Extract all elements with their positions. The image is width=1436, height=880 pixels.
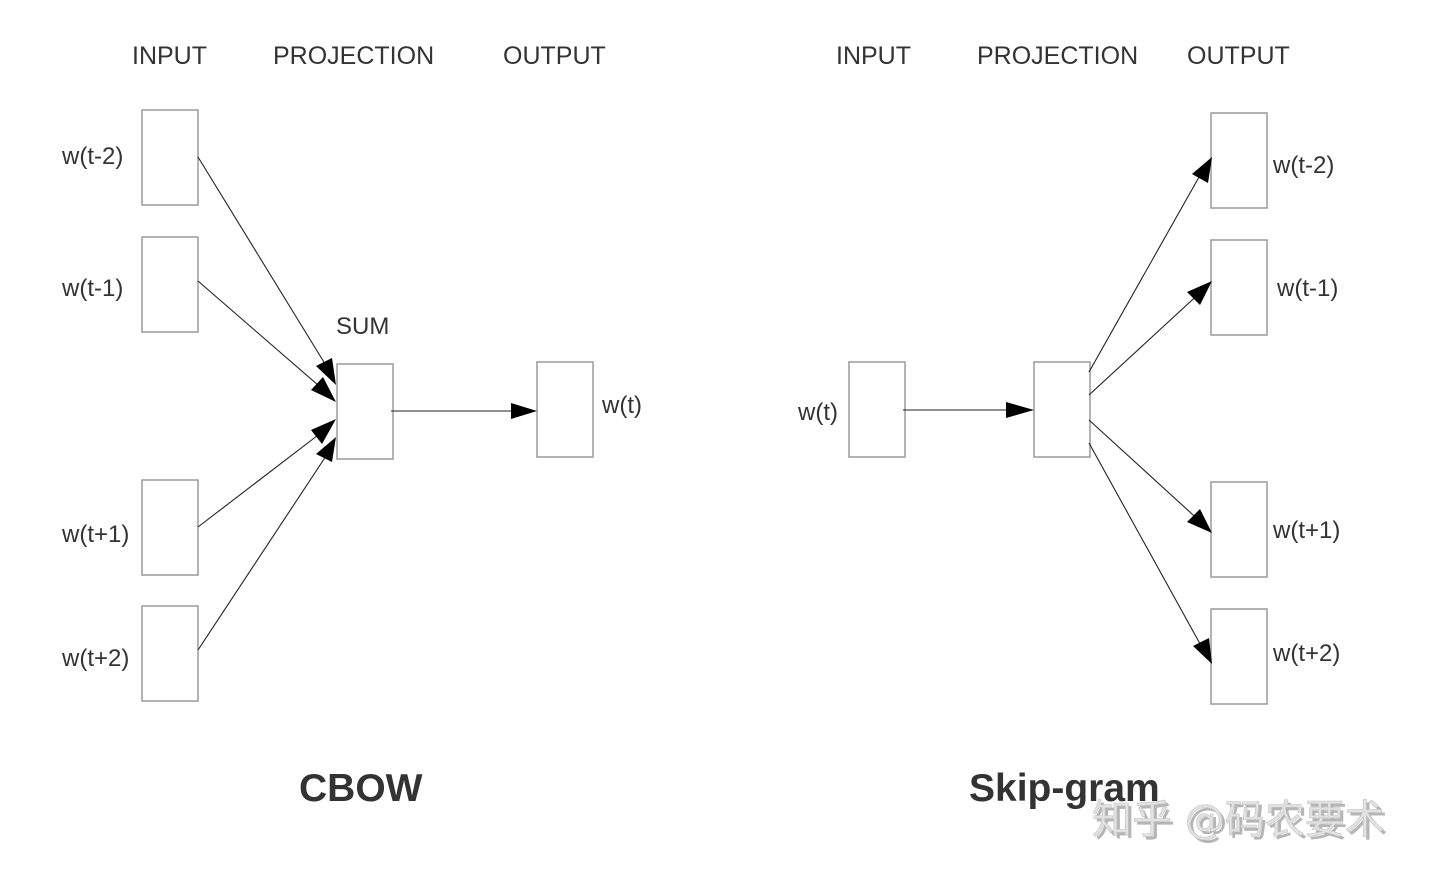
cbow-arrowhead-1 — [316, 358, 336, 385]
skipgram-model: INPUT PROJECTION OUTPUT w(t) w(t-2) w(t-… — [797, 42, 1340, 810]
skipgram-arrowhead-input — [1006, 402, 1034, 418]
cbow-arrowhead-2 — [311, 377, 336, 402]
cbow-input-box-1 — [141, 109, 199, 206]
skipgram-output-box-2 — [1210, 239, 1268, 336]
skipgram-arrowhead-3 — [1187, 509, 1212, 533]
cbow-header-input: INPUT — [132, 42, 207, 70]
cbow-input-box-2 — [141, 236, 199, 333]
skipgram-arrowhead-4 — [1193, 638, 1212, 664]
cbow-edge-3 — [197, 428, 327, 528]
cbow-input-box-3 — [141, 479, 199, 576]
watermark-shadow: 知乎 @码农要术 — [1095, 800, 1388, 846]
skipgram-output-label-1: w(t-2) — [1272, 152, 1334, 179]
skipgram-arrowhead-2 — [1187, 281, 1212, 305]
skipgram-arrowhead-1 — [1192, 157, 1212, 183]
skipgram-edge-3 — [1088, 419, 1204, 525]
skipgram-edge-4 — [1088, 442, 1205, 652]
skipgram-output-label-2: w(t-1) — [1276, 275, 1338, 302]
skipgram-header-input: INPUT — [836, 42, 911, 70]
cbow-title: CBOW — [299, 767, 423, 810]
cbow-model: INPUT PROJECTION OUTPUT w(t-2) w(t-1) w(… — [61, 42, 642, 810]
skipgram-header-output: OUTPUT — [1187, 42, 1290, 70]
skipgram-output-box-1 — [1210, 112, 1268, 209]
cbow-output-box — [536, 361, 594, 458]
skipgram-header-projection: PROJECTION — [977, 42, 1138, 70]
cbow-sum-label: SUM — [336, 313, 389, 340]
cbow-input-label-1: w(t-2) — [61, 143, 123, 170]
watermark-text: 知乎 @码农要术 — [1092, 797, 1385, 843]
skipgram-output-box-4 — [1210, 608, 1268, 705]
cbow-arrowhead-4 — [316, 437, 336, 462]
skipgram-edge-1 — [1088, 169, 1204, 373]
skipgram-projection-box — [1033, 361, 1091, 458]
cbow-arrowhead-3 — [311, 419, 336, 444]
cbow-edge-2 — [197, 280, 327, 393]
cbow-header-projection: PROJECTION — [273, 42, 434, 70]
cbow-input-label-2: w(t-1) — [61, 275, 123, 302]
skipgram-output-box-3 — [1210, 481, 1268, 578]
cbow-edge-1 — [197, 156, 331, 373]
watermark: 知乎 @码农要术 知乎 @码农要术 — [1092, 797, 1388, 846]
cbow-header-output: OUTPUT — [503, 42, 606, 70]
skipgram-output-label-4: w(t+2) — [1272, 640, 1340, 667]
skipgram-output-label-3: w(t+1) — [1272, 517, 1340, 544]
skipgram-edge-2 — [1088, 289, 1204, 396]
cbow-input-box-4 — [141, 605, 199, 702]
cbow-input-label-3: w(t+1) — [61, 521, 129, 548]
skipgram-input-box — [848, 361, 906, 458]
skipgram-input-label: w(t) — [797, 399, 838, 426]
cbow-output-label: w(t) — [601, 392, 642, 419]
cbow-edge-4 — [197, 449, 331, 651]
cbow-input-label-4: w(t+2) — [61, 645, 129, 672]
cbow-projection-box — [336, 363, 394, 460]
skipgram-title: Skip-gram — [969, 767, 1160, 810]
cbow-arrowhead-output — [511, 403, 537, 419]
